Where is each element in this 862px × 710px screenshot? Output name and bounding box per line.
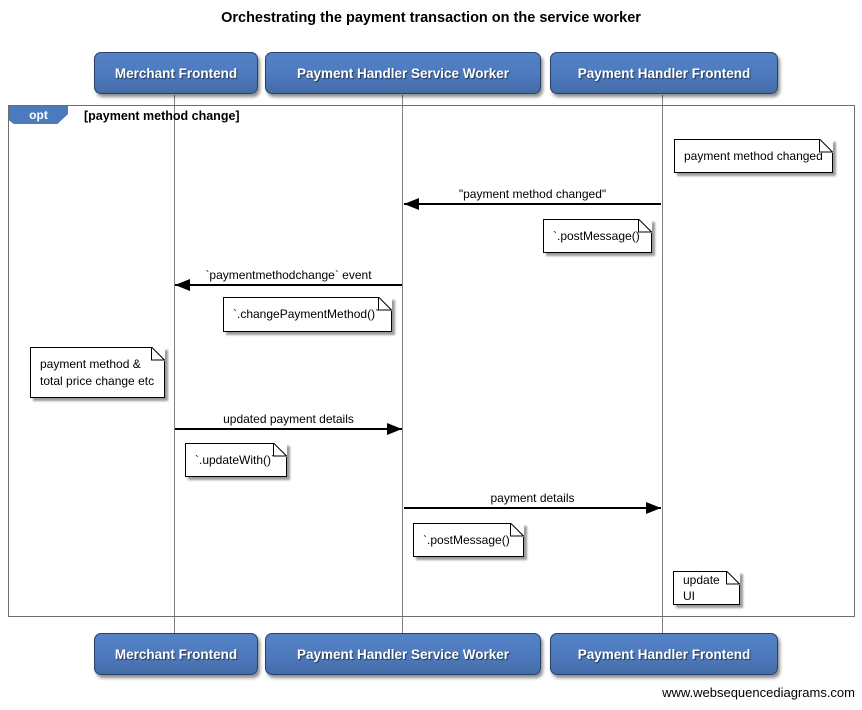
actor-label: Payment Handler Service Worker — [296, 646, 510, 662]
watermark-link[interactable]: www.websequencediagrams.com — [662, 685, 855, 700]
note-fold-icon — [510, 523, 524, 537]
note-text: `.changePaymentMethod()` — [233, 307, 380, 322]
actor-label: Merchant Frontend — [114, 65, 238, 81]
lifeline-merchant-frontend — [174, 95, 175, 633]
note-changepaymentmethod: `.changePaymentMethod()` — [223, 297, 392, 332]
note-payment-method-total-price: payment method & total price change etc — [30, 347, 165, 398]
note-text: update UI — [683, 572, 720, 603]
actor-bottom-payment-handler-service-worker: Payment Handler Service Worker — [265, 633, 541, 675]
message-line — [404, 203, 661, 205]
actor-label: Merchant Frontend — [114, 646, 238, 662]
actor-top-merchant-frontend: Merchant Frontend — [94, 52, 258, 94]
arrowhead-left-icon — [175, 279, 190, 291]
arrowhead-left-icon — [404, 198, 419, 210]
note-fold-icon — [151, 347, 165, 361]
actor-bottom-payment-handler-frontend: Payment Handler Frontend — [550, 633, 778, 675]
actor-label: Payment Handler Frontend — [577, 65, 751, 81]
note-text: `.updateWith()` — [195, 452, 276, 467]
note-fold-icon — [273, 443, 287, 457]
arrowhead-right-icon — [646, 502, 661, 514]
diagram-title: Orchestrating the payment transaction on… — [221, 10, 641, 26]
actor-label: Payment Handler Service Worker — [296, 65, 510, 81]
actor-label: Payment Handler Frontend — [577, 646, 751, 662]
note-text: `.postMessage()` — [553, 228, 644, 243]
lifeline-payment-handler-service-worker — [402, 95, 403, 633]
note-text: payment method changed — [684, 148, 823, 163]
message-label: payment details — [490, 491, 575, 505]
note-fold-icon — [638, 219, 652, 233]
actor-bottom-merchant-frontend: Merchant Frontend — [94, 633, 258, 675]
actor-top-payment-handler-frontend: Payment Handler Frontend — [550, 52, 778, 94]
note-fold-icon — [819, 139, 833, 153]
note-fold-icon — [378, 297, 392, 311]
note-text: payment method & total price change etc — [40, 357, 155, 388]
message-line — [175, 284, 402, 286]
note-fold-icon — [726, 571, 740, 585]
message-label: "payment method changed" — [458, 187, 607, 201]
note-updatewith: `.updateWith()` — [185, 443, 287, 477]
note-update-ui: update UI — [673, 571, 740, 605]
note-postmessage-1: `.postMessage()` — [543, 219, 652, 253]
message-label: updated payment details — [223, 412, 354, 426]
opt-fragment-guard: [payment method change] — [84, 109, 240, 123]
opt-fragment-operator: opt — [9, 106, 68, 124]
note-payment-method-changed: payment method changed — [674, 139, 833, 173]
message-label: `paymentmethodchange` event — [205, 268, 372, 282]
opt-fragment-frame — [8, 105, 855, 617]
lifeline-payment-handler-frontend — [662, 95, 663, 633]
note-text: `.postMessage()` — [423, 532, 514, 547]
message-line — [404, 507, 661, 509]
note-postmessage-2: `.postMessage()` — [413, 523, 524, 557]
message-line — [175, 428, 402, 430]
actor-top-payment-handler-service-worker: Payment Handler Service Worker — [265, 52, 541, 94]
arrowhead-right-icon — [387, 423, 402, 435]
